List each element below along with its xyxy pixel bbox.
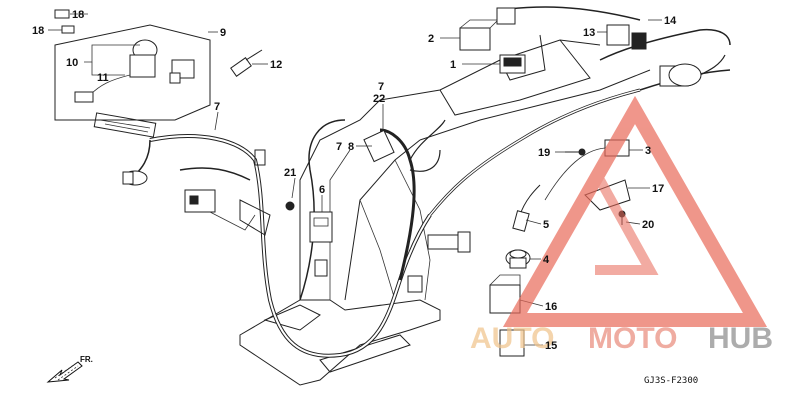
watermark-moto: MOTO: [588, 322, 677, 355]
watermark-auto: AUTO: [470, 322, 554, 355]
watermark: AUTO MOTO HUB: [470, 95, 773, 355]
callout-labels: 18 18 9 10 11 12 7 21 6 7 8 7 22 2 1 13 …: [32, 9, 677, 352]
front-mount: [239, 149, 271, 236]
front-arrow-label: FR.: [80, 355, 93, 364]
part-5-spark-cap: [512, 184, 541, 232]
callout-17: 17: [652, 183, 664, 195]
callout-11: 11: [97, 72, 109, 84]
relay-block: [184, 189, 256, 231]
callout-12: 12: [270, 59, 282, 71]
seat-lock: [169, 59, 195, 84]
callout-21: 21: [284, 167, 296, 179]
ignition-switch-set: [54, 24, 211, 121]
part-12-key: [230, 49, 263, 77]
connector-6: [309, 211, 333, 243]
part-19-screw: [565, 148, 586, 156]
callout-13: 13: [583, 27, 595, 39]
callout-20: 20: [642, 219, 654, 231]
part-17-bracket: [584, 179, 631, 211]
leader-lines: [48, 13, 662, 346]
callout-3: 3: [645, 145, 651, 157]
callout-18a: 18: [72, 9, 84, 21]
callout-19: 19: [538, 147, 550, 159]
ignition-coil: [668, 63, 702, 87]
part-18-fuses: [54, 9, 75, 34]
callout-10: 10: [66, 57, 78, 69]
part-4-grommet: [505, 249, 531, 269]
callout-5: 5: [543, 219, 549, 231]
fuse-holder: [363, 129, 395, 163]
front-direction-arrow: FR.: [46, 355, 93, 383]
callout-15: 15: [545, 340, 557, 352]
part-14-connector: [496, 7, 516, 25]
callout-16: 16: [545, 301, 557, 313]
callout-8: 8: [348, 141, 354, 153]
diagram-code: GJ3S-F2300: [644, 376, 698, 386]
harness-connector-main: [93, 112, 157, 138]
part-21-bolt: [285, 201, 295, 211]
ignition-switch: [74, 39, 158, 103]
part-13-relay: [606, 24, 647, 50]
regulator-connector: [427, 231, 471, 253]
callout-2: 2: [428, 33, 434, 45]
part-1-relay: [499, 54, 526, 74]
callout-7a: 7: [214, 101, 220, 113]
front-arrow-icon: [46, 361, 83, 383]
horn-connector: [122, 170, 148, 186]
callout-14: 14: [664, 15, 677, 27]
callout-7c: 7: [378, 81, 384, 93]
part-2-module: [459, 19, 499, 51]
watermark-hub: HUB: [708, 322, 773, 355]
main-wire-harness: [134, 6, 731, 358]
callout-7b: 7: [336, 141, 342, 153]
callout-9: 9: [220, 27, 226, 39]
callout-6: 6: [319, 184, 325, 196]
callout-1: 1: [450, 59, 456, 71]
callout-18b: 18: [32, 25, 44, 37]
watermark-triangle: [502, 95, 768, 327]
part-15-connector: [499, 329, 525, 357]
callout-22: 22: [373, 93, 385, 105]
connector-lower: [314, 259, 423, 293]
callout-4: 4: [543, 254, 550, 266]
